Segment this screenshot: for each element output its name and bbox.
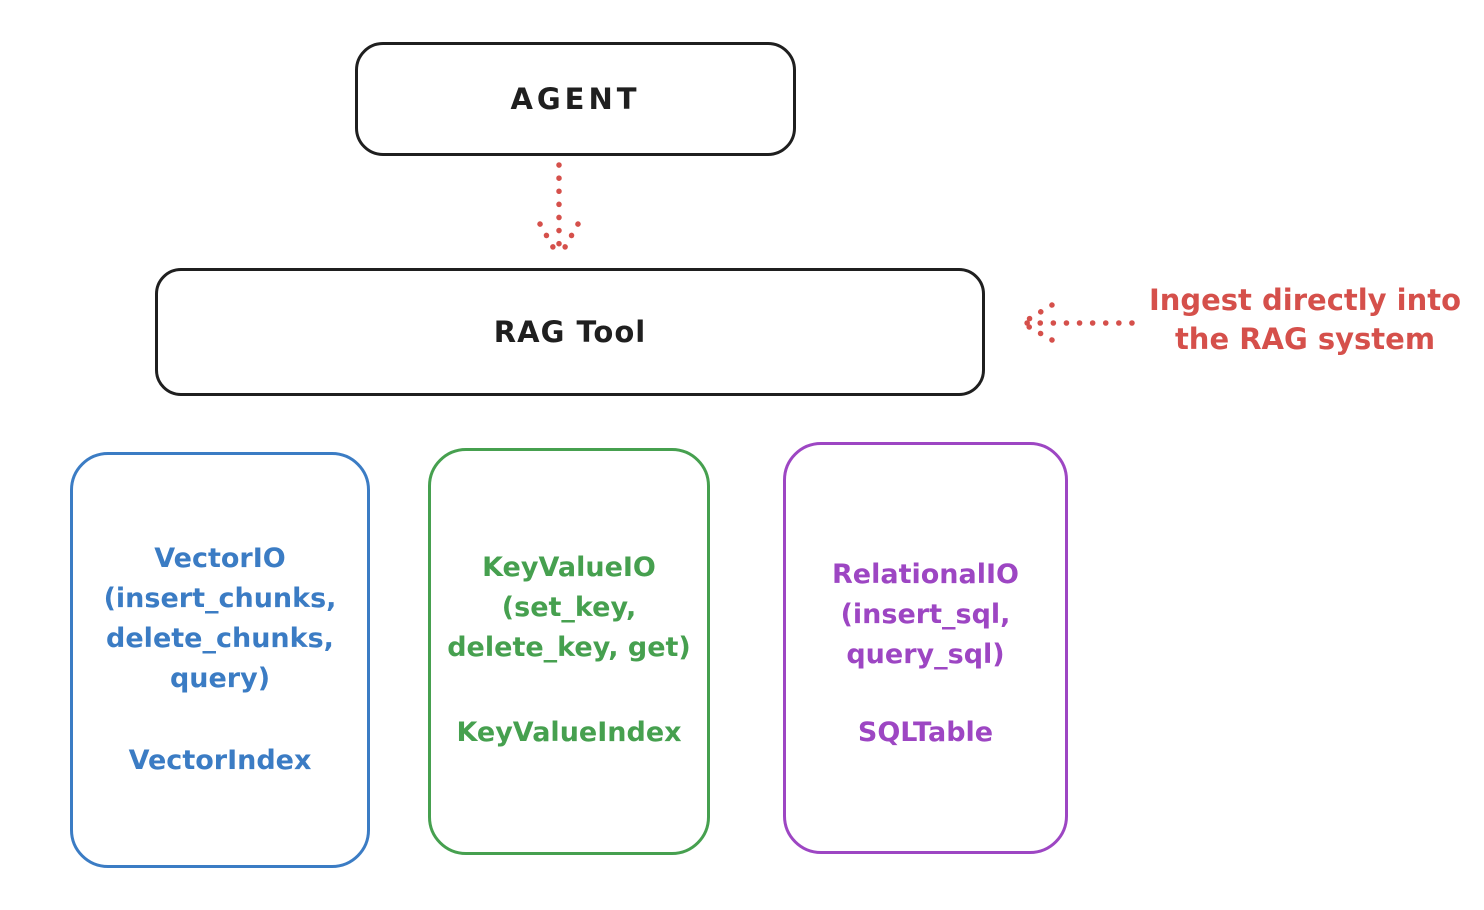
vector-index-label: VectorIndex bbox=[128, 745, 312, 776]
rag-tool-node: RAG Tool bbox=[155, 268, 985, 396]
agent-to-ragtool-arrow-icon bbox=[537, 162, 581, 259]
agent-node-label: AGENT bbox=[510, 82, 641, 116]
relational-io-methods-label: RelationalIO (insert_sql, query_sql) bbox=[832, 559, 1019, 670]
keyvalue-index-label: KeyValueIndex bbox=[456, 717, 682, 748]
agent-node: AGENT bbox=[355, 42, 796, 156]
sql-table-label: SQLTable bbox=[857, 717, 994, 748]
relational-io-card: RelationalIO (insert_sql, query_sql) SQL… bbox=[783, 442, 1068, 854]
rag-tool-node-label: RAG Tool bbox=[493, 315, 647, 349]
ingest-annotation-arrow-icon bbox=[1021, 302, 1135, 343]
ingest-annotation-label: Ingest directly into the RAG system bbox=[1148, 283, 1462, 356]
vector-io-methods-label: VectorIO (insert_chunks, delete_chunks, … bbox=[103, 543, 337, 694]
keyvalue-io-card: KeyValueIO (set_key, delete_key, get) Ke… bbox=[428, 448, 710, 855]
keyvalue-io-methods-label: KeyValueIO (set_key, delete_key, get) bbox=[447, 552, 691, 663]
vector-io-card: VectorIO (insert_chunks, delete_chunks, … bbox=[70, 452, 370, 868]
